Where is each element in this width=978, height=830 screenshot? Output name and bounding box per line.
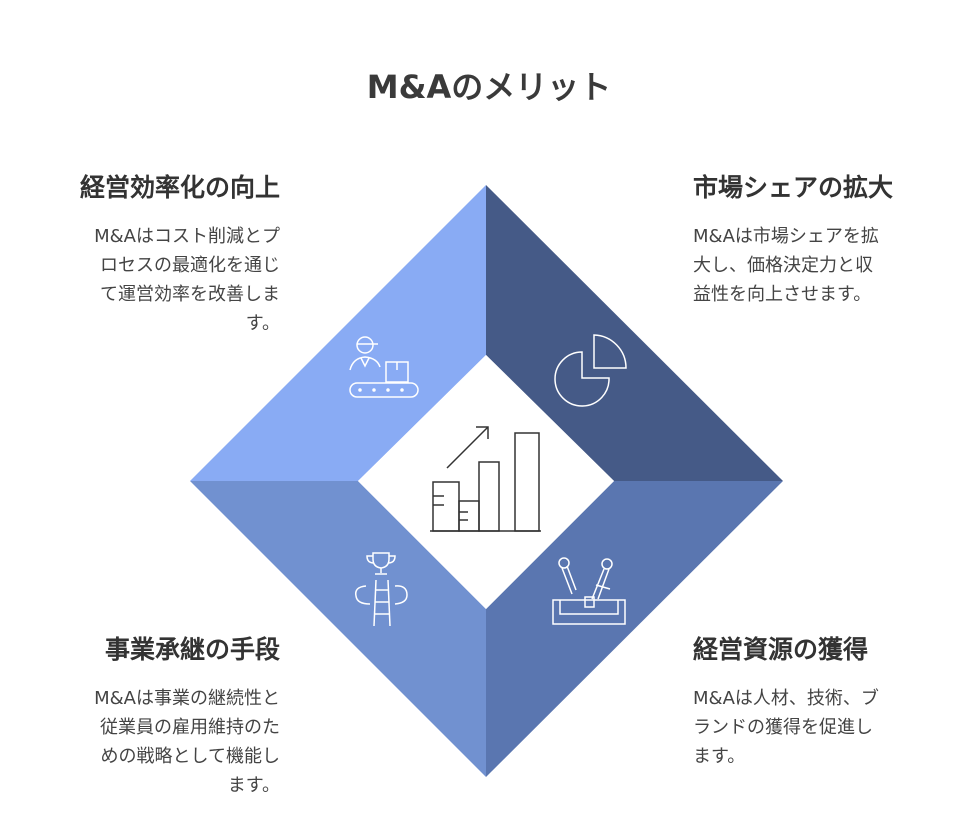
block-text-line: ます。 bbox=[693, 746, 746, 767]
block-text-line: て運営効率を改善しま bbox=[100, 284, 280, 305]
block-text-line: す。 bbox=[245, 313, 280, 334]
block-resources: 経営資源の獲得 M&Aは人材、技術、ブ ランドの獲得を促進し ます。 bbox=[693, 630, 963, 771]
block-heading: 市場シェアの拡大 bbox=[693, 173, 894, 202]
block-text-line: M&Aは市場シェアを拡 bbox=[693, 226, 879, 247]
growth-bar-chart-icon bbox=[430, 426, 541, 532]
block-text-line: M&Aは事業の継続性と bbox=[94, 688, 280, 709]
trophy-ladder-icon bbox=[354, 552, 408, 627]
block-efficiency: 経営効率化の向上 M&Aはコスト削減とプ ロセスの最適化を通じ て運営効率を改善… bbox=[10, 168, 280, 338]
block-text-line: 益性を向上させます。 bbox=[693, 284, 872, 305]
block-heading: 事業承継の手段 bbox=[104, 635, 280, 664]
center-diamond bbox=[358, 355, 614, 609]
block-text-line: M&Aは人材、技術、ブ bbox=[693, 688, 879, 709]
block-heading: 経営資源の獲得 bbox=[693, 635, 869, 664]
block-text-line: 大し、価格決定力と収 bbox=[693, 255, 873, 276]
block-succession: 事業承継の手段 M&Aは事業の継続性と 従業員の雇用維持のた めの戦略として機能… bbox=[10, 630, 280, 800]
worker-conveyor-icon bbox=[349, 336, 419, 398]
block-text-line: めの戦略として機能し bbox=[100, 746, 280, 767]
quadrant-top-right bbox=[486, 185, 783, 481]
block-market-share: 市場シェアの拡大 M&Aは市場シェアを拡 大し、価格決定力と収 益性を向上させま… bbox=[693, 168, 963, 309]
block-text-line: M&Aはコスト削減とプ bbox=[94, 226, 280, 247]
block-text-line: 従業員の雇用維持のた bbox=[100, 717, 280, 738]
block-text-line: ロセスの最適化を通じ bbox=[100, 255, 280, 276]
quadrant-top-left bbox=[190, 185, 486, 481]
block-text-line: ます。 bbox=[227, 775, 280, 796]
block-text-line: ランドの獲得を促進し bbox=[693, 717, 873, 738]
quadrant-bottom-right bbox=[486, 481, 783, 777]
tools-box-icon bbox=[552, 557, 626, 625]
pie-chart-icon bbox=[554, 334, 627, 407]
quadrant-bottom-left bbox=[190, 481, 486, 777]
diagram-title: M&Aのメリット bbox=[366, 68, 612, 106]
block-heading: 経営効率化の向上 bbox=[79, 173, 280, 202]
